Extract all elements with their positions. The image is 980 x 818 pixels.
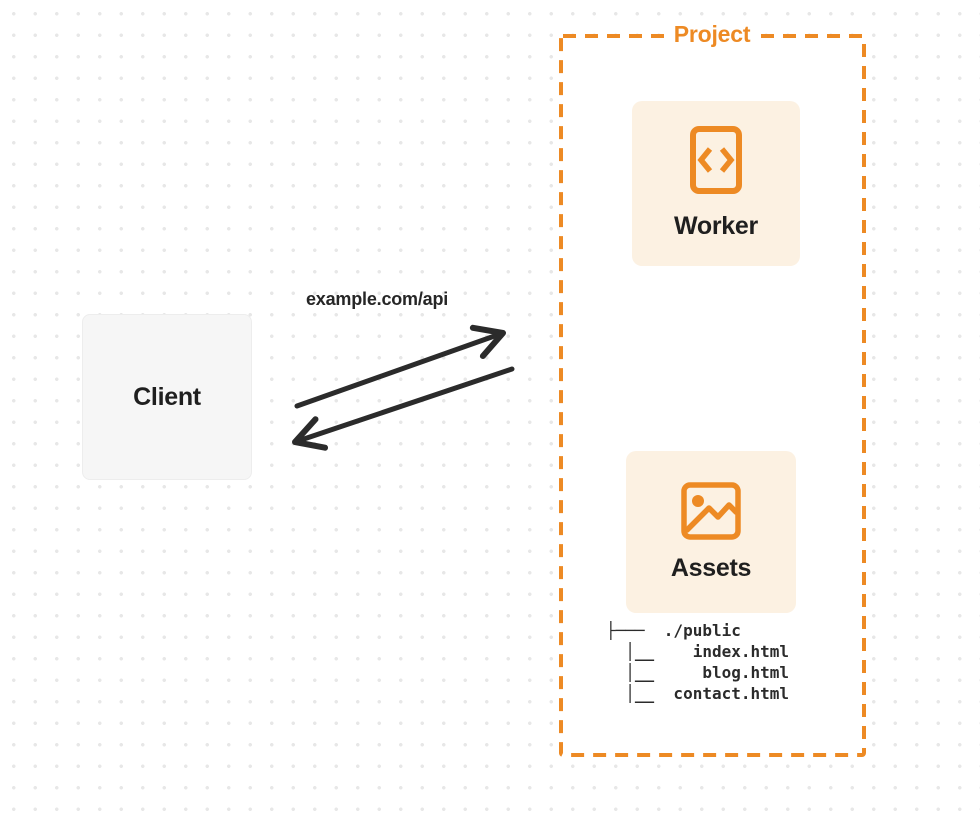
file-tree-line-contact: │__ contact.html xyxy=(606,684,790,703)
project-title: Project xyxy=(668,20,756,48)
request-url-label: example.com/api xyxy=(306,289,449,309)
worker-label: Worker xyxy=(674,212,758,240)
code-document-icon xyxy=(690,126,742,194)
worker-node: Worker xyxy=(632,101,800,266)
assets-label: Assets xyxy=(670,553,752,582)
file-tree-line-blog: │__ blog.html xyxy=(606,663,790,682)
assets-node: Assets xyxy=(626,451,796,613)
client-node: Client xyxy=(82,314,252,480)
request-arrow xyxy=(294,324,506,409)
file-tree-line-index: │__ index.html xyxy=(606,642,790,661)
assets-file-tree: ├─── ./public │__ index.html │__ blog.ht… xyxy=(606,620,789,704)
client-label: Client xyxy=(133,382,201,411)
response-arrow xyxy=(292,366,515,451)
image-icon xyxy=(681,481,741,540)
file-tree-line-root: ├─── ./public xyxy=(606,621,741,640)
